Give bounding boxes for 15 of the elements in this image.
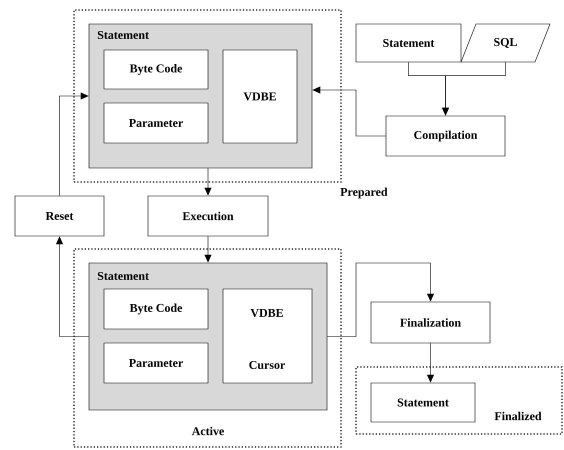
- process-box: Compilation: [386, 116, 506, 156]
- arrow: [327, 262, 434, 337]
- data-parallelogram: SQL: [460, 24, 550, 62]
- process-box: Parameter: [104, 342, 208, 384]
- process-box: VDBE Cursor: [222, 288, 312, 384]
- process-box: Statement: [370, 382, 476, 422]
- process-box: Byte Code: [104, 288, 208, 330]
- process-box: Statement: [356, 24, 462, 62]
- node-label: Prepared: [340, 188, 388, 198]
- process-box: Parameter: [104, 102, 208, 144]
- process-box: VDBE: [222, 50, 298, 144]
- process-box: Byte Code: [104, 50, 208, 90]
- process-box: Execution: [148, 196, 268, 236]
- process-box: Finalization: [370, 302, 490, 344]
- process-box: Reset: [14, 196, 104, 236]
